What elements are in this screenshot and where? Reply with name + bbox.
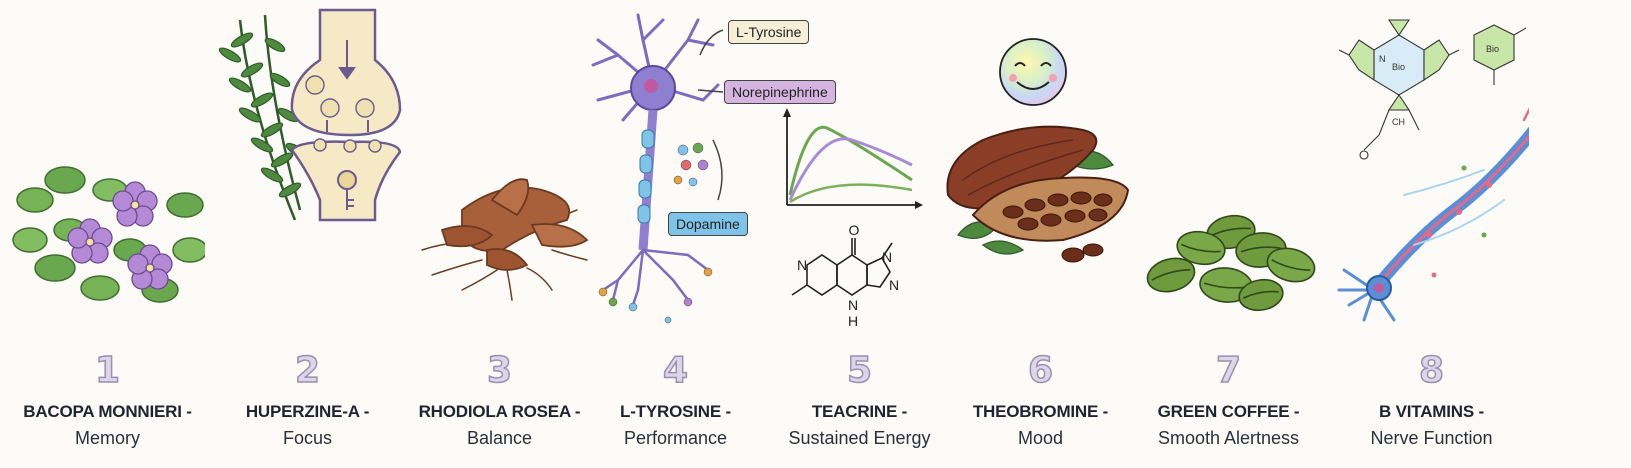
- molecule-label: N: [1379, 54, 1386, 64]
- norepinephrine-label: Norepinephrine: [724, 80, 836, 104]
- l-tyrosine-label: L-Tyrosine: [728, 20, 810, 44]
- ingredient-l-tyrosine: L-Tyrosine Norepinephrine Dopamine 4 L-T…: [578, 0, 848, 468]
- ingredient-green-coffee: 7 GREEN COFFEE - Smooth Alertness: [1131, 0, 1326, 468]
- coffee-bean-icon: [1146, 214, 1316, 312]
- atom-label: O: [849, 222, 860, 238]
- nerve-fiber: [1337, 107, 1529, 322]
- ingredient-benefit: Sustained Energy: [788, 428, 931, 448]
- dopamine-label: Dopamine: [668, 212, 748, 236]
- ingredient-benefit: Focus: [282, 428, 333, 448]
- molecule-label: CH: [1392, 117, 1405, 127]
- ingredient-benefit: Mood: [1017, 428, 1064, 448]
- smiley-icon: [999, 38, 1067, 106]
- ingredient-benefit: Performance: [623, 428, 728, 448]
- ingredient-huperzine: 2 HUPERZINE-A - Focus: [210, 0, 405, 468]
- bacopa-plant-illustration: [12, 166, 205, 303]
- ingredient-number: 7: [1215, 349, 1242, 392]
- arrow-icon: [326, 40, 369, 132]
- vitamin-molecule: [1338, 19, 1527, 160]
- neuron-illustration: [591, 13, 724, 324]
- ingredient-name: L-TYROSINE -: [620, 402, 731, 421]
- molecule-label: Bio: [1392, 62, 1405, 72]
- ingredient-benefit: Nerve Function: [1370, 428, 1493, 448]
- energy-curve-chart: [783, 108, 923, 209]
- ingredient-benefit: Memory: [74, 428, 140, 448]
- synapse-illustration: [218, 8, 402, 222]
- molecule-label: Bio: [1486, 44, 1499, 54]
- ingredient-number: 4: [662, 349, 689, 392]
- ingredient-theobromine: 6 THEOBROMINE - Mood: [943, 0, 1138, 468]
- ingredient-number: 1: [94, 349, 121, 392]
- ingredient-number: 6: [1027, 349, 1054, 392]
- ingredient-number: 5: [846, 349, 873, 392]
- ingredient-name: RHODIOLA ROSEA -: [418, 402, 581, 421]
- teacrine-illustration: O N N N N H: [783, 108, 923, 329]
- ingredient-benefit: Balance: [466, 428, 533, 448]
- atom-label: N: [797, 257, 807, 273]
- ingredient-benefit: Smooth Alertness: [1157, 428, 1300, 448]
- ingredient-rhodiola: 3 RHODIOLA ROSEA - Balance: [402, 0, 597, 468]
- key-icon: [337, 170, 357, 210]
- ingredient-number: 3: [486, 349, 513, 392]
- b-vitamins-illustration: Bio Bio CH N: [1337, 19, 1529, 322]
- green-coffee-beans-illustration: [1146, 214, 1316, 312]
- atom-label: N: [889, 277, 899, 293]
- ingredient-number: 2: [294, 349, 321, 392]
- atom-label: H: [848, 313, 858, 329]
- flower-icon: [67, 181, 173, 290]
- cacao-open-pod: [971, 176, 1130, 242]
- ingredient-name: BACOPA MONNIERI -: [23, 402, 192, 421]
- ingredient-name: GREEN COFFEE -: [1157, 402, 1300, 421]
- ingredient-bacopa: 1 BACOPA MONNIERI - Memory: [10, 0, 205, 468]
- ingredient-name: HUPERZINE-A -: [245, 402, 370, 421]
- moss-fern-icon: [218, 14, 307, 221]
- ingredient-name: THEOBROMINE -: [972, 402, 1109, 421]
- rhodiola-root-illustration: [421, 178, 589, 301]
- ingredient-name: TEACRINE -: [811, 402, 908, 421]
- ingredient-name: B VITAMINS -: [1379, 402, 1484, 421]
- cacao-illustration: [946, 38, 1130, 263]
- ingredient-b-vitamins: Bio Bio CH N 8 B VITAMINS - Nerve Functi…: [1334, 0, 1529, 468]
- teacrine-molecule: [791, 238, 893, 296]
- ingredient-teacrine: O N N N N H 5 TEACRINE - Sustained Energ…: [762, 0, 957, 468]
- ingredient-number: 8: [1418, 349, 1445, 392]
- atom-label: N: [882, 249, 892, 265]
- atom-label: N: [848, 297, 858, 313]
